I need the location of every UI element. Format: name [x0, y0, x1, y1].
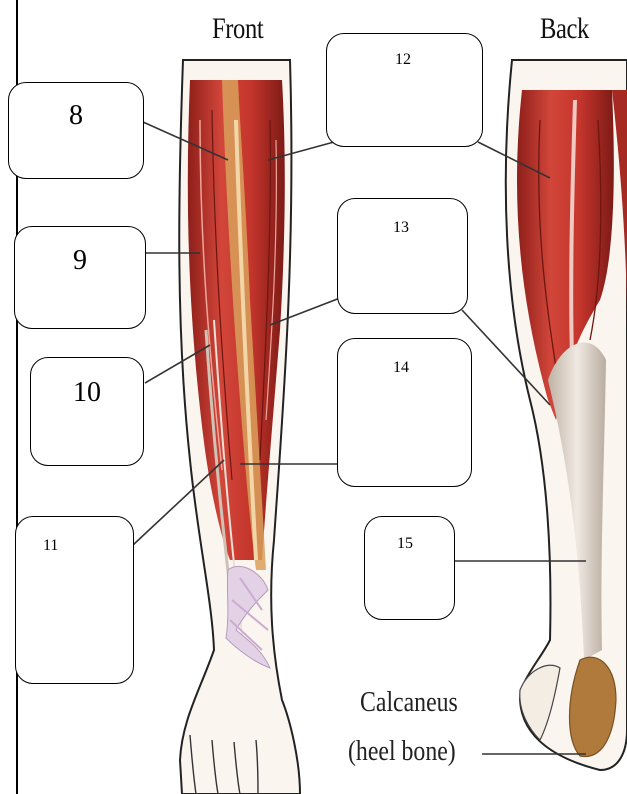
- label-box-13[interactable]: 13: [337, 198, 468, 314]
- label-number: 10: [31, 377, 143, 409]
- heading-front: Front: [212, 12, 263, 46]
- label-box-10[interactable]: 10: [30, 357, 144, 466]
- label-number: 8: [9, 100, 143, 132]
- label-number: 12: [395, 51, 482, 69]
- label-number: 11: [43, 537, 133, 555]
- label-number: 14: [393, 359, 471, 377]
- label-box-8[interactable]: 8: [8, 82, 144, 179]
- heel-bone-label: (heel bone): [348, 734, 456, 770]
- label-box-12[interactable]: 12: [326, 33, 483, 147]
- heading-back: Back: [540, 12, 589, 46]
- label-box-9[interactable]: 9: [14, 226, 146, 329]
- back-leg: [506, 60, 627, 770]
- calcaneus-label: Calcaneus: [360, 685, 458, 721]
- label-number: 15: [397, 535, 454, 553]
- front-leg: [179, 60, 300, 794]
- label-box-15[interactable]: 15: [364, 516, 455, 620]
- label-number: 13: [393, 219, 467, 237]
- label-box-11[interactable]: 11: [15, 516, 134, 684]
- label-number: 9: [15, 245, 145, 277]
- label-box-14[interactable]: 14: [337, 338, 472, 487]
